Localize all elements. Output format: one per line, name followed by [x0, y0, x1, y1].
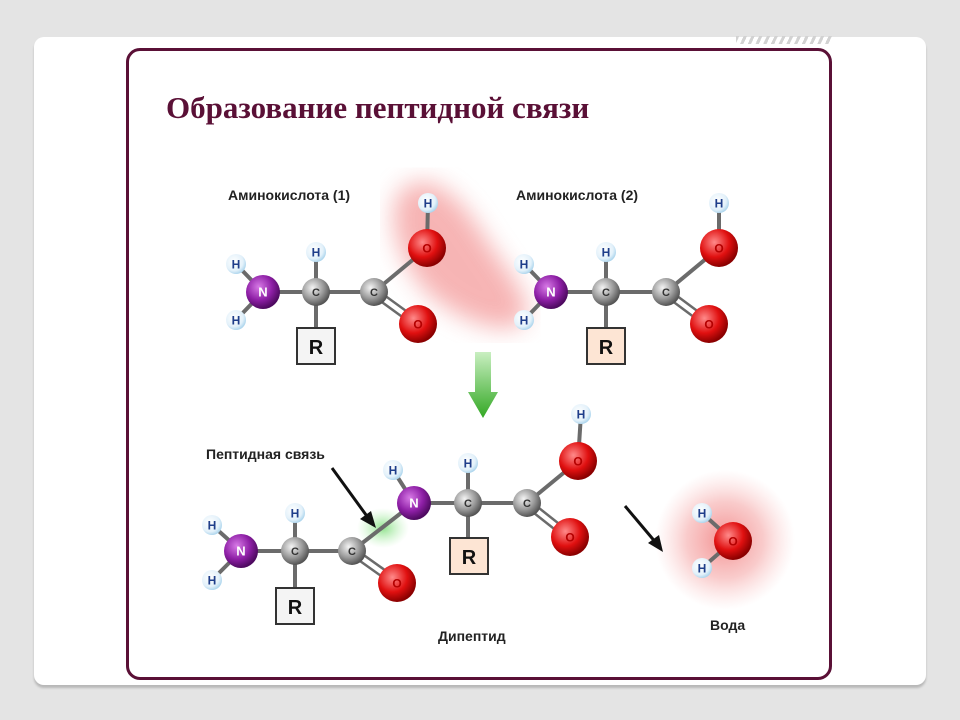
hydrogen-atom: H	[226, 254, 246, 274]
hydrogen-atom: H	[285, 503, 305, 523]
hydrogen-atom: H	[458, 453, 478, 473]
carbon-atom-symbol: C	[662, 287, 670, 299]
hydrogen-atom-symbol: H	[577, 407, 586, 421]
hydrogen-atom-symbol: H	[698, 561, 707, 575]
hydrogen-atom-symbol: H	[602, 245, 611, 259]
nitrogen-atom-symbol: N	[236, 544, 245, 559]
hydrogen-atom: H	[418, 193, 438, 213]
hydrogen-atom: H	[571, 404, 591, 424]
water-label: Вода	[710, 617, 745, 633]
hydrogen-atom-symbol: H	[520, 257, 529, 271]
amino-acid-2-label: Аминокислота (2)	[516, 187, 638, 203]
hydrogen-atom: H	[202, 515, 222, 535]
hydrogen-atom-symbol: H	[389, 463, 398, 477]
oxygen-atom-symbol: O	[728, 534, 737, 548]
hydrogen-atom: H	[383, 460, 403, 480]
hydrogen-atom: H	[709, 193, 729, 213]
oxygen-atom-symbol: O	[413, 317, 422, 331]
atoms: H H N H C C O O H H H N H C C O O H H H N H C C O H N H C C O O H H H O	[202, 193, 752, 602]
dipeptide-label: Дипептид	[438, 628, 506, 644]
nitrogen-atom-symbol: N	[258, 285, 267, 300]
hydrogen-atom: H	[226, 310, 246, 330]
peptide-bond-label: Пептидная связь	[206, 446, 325, 462]
oxygen-atom: O	[690, 305, 728, 343]
hydrogen-atom-symbol: H	[312, 245, 321, 259]
radical-box-2: R	[586, 327, 626, 365]
oxygen-atom: O	[399, 305, 437, 343]
oxygen-atom-symbol: O	[714, 241, 723, 255]
nitrogen-atom: N	[224, 534, 258, 568]
reaction-arrow	[468, 352, 498, 418]
oxygen-atom-symbol: O	[392, 576, 401, 590]
radical-groups: R R R R	[275, 327, 626, 625]
hydrogen-atom: H	[514, 310, 534, 330]
radical-symbol: R	[462, 547, 477, 569]
hydrogen-atom-symbol: H	[291, 506, 300, 520]
oxygen-atom: O	[714, 522, 752, 560]
carbon-atom: C	[338, 537, 366, 565]
oxygen-atom: O	[700, 229, 738, 267]
oxygen-atom-symbol: O	[704, 317, 713, 331]
oxygen-atom-symbol: O	[565, 530, 574, 544]
hydrogen-atom: H	[202, 570, 222, 590]
nitrogen-atom: N	[397, 486, 431, 520]
hydrogen-atom-symbol: H	[232, 313, 241, 327]
hydrogen-atom: H	[514, 254, 534, 274]
hydrogen-atom: H	[596, 242, 616, 262]
carbon-atom: C	[513, 489, 541, 517]
carbon-atom-symbol: C	[348, 546, 356, 558]
hydrogen-atom: H	[306, 242, 326, 262]
carbon-atom-symbol: C	[312, 287, 320, 299]
oxygen-atom: O	[408, 229, 446, 267]
carbon-atom: C	[281, 537, 309, 565]
carbon-atom-symbol: C	[523, 498, 531, 510]
carbon-atom: C	[302, 278, 330, 306]
carbon-atom: C	[652, 278, 680, 306]
hydrogen-atom-symbol: H	[232, 257, 241, 271]
hydrogen-atom-symbol: H	[715, 196, 724, 210]
water-pointer-arrow	[623, 505, 663, 552]
hydrogen-atom-symbol: H	[208, 573, 217, 587]
hydrogen-atom-symbol: H	[208, 518, 217, 532]
hydrogen-atom: H	[692, 503, 712, 523]
nitrogen-atom: N	[534, 275, 568, 309]
nitrogen-atom-symbol: N	[546, 285, 555, 300]
radical-box-dipeptide-2: R	[449, 537, 489, 575]
nitrogen-atom-symbol: N	[409, 496, 418, 511]
amino-acid-1-label: Аминокислота (1)	[228, 187, 350, 203]
radical-symbol: R	[288, 597, 303, 619]
slide-title: Образование пептидной связи	[166, 90, 590, 125]
radical-symbol: R	[309, 337, 324, 359]
radical-box-dipeptide-1: R	[275, 587, 315, 625]
carbon-atom: C	[454, 489, 482, 517]
oxygen-atom-symbol: O	[573, 454, 582, 468]
radical-box-1: R	[296, 327, 336, 365]
oxygen-atom: O	[559, 442, 597, 480]
decorative-stripes	[736, 36, 832, 44]
carbon-atom-symbol: C	[370, 287, 378, 299]
hydrogen-atom-symbol: H	[520, 313, 529, 327]
hydrogen-atom-symbol: H	[464, 456, 473, 470]
oxygen-atom: O	[551, 518, 589, 556]
oxygen-atom: O	[378, 564, 416, 602]
oxygen-atom-symbol: O	[422, 241, 431, 255]
hydrogen-atom: H	[692, 558, 712, 578]
carbon-atom: C	[592, 278, 620, 306]
peptide-bond-pointer-arrow	[330, 467, 376, 528]
radical-symbol: R	[599, 337, 614, 359]
hydrogen-atom-symbol: H	[424, 196, 433, 210]
carbon-atom-symbol: C	[464, 498, 472, 510]
nitrogen-atom: N	[246, 275, 280, 309]
carbon-atom-symbol: C	[602, 287, 610, 299]
hydrogen-atom-symbol: H	[698, 506, 707, 520]
carbon-atom-symbol: C	[291, 546, 299, 558]
carbon-atom: C	[360, 278, 388, 306]
